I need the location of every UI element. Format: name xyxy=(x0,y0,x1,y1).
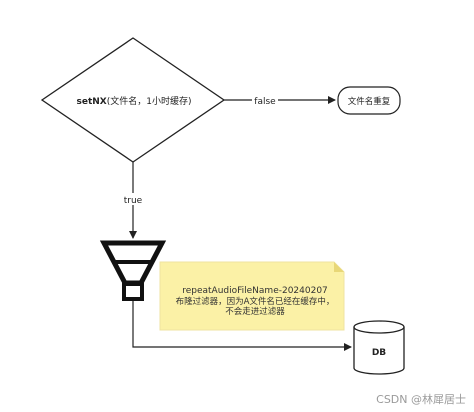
false-edge-label: false xyxy=(254,97,276,107)
filter-to-db-arrow xyxy=(132,301,352,351)
decision-label: setNX(文件名，1小时缓存) xyxy=(77,95,192,107)
note-card xyxy=(159,261,345,331)
decision-label-rest: (文件名，1小时缓存) xyxy=(107,95,192,107)
false-edge-label-bg xyxy=(252,94,278,106)
note-line-3: 不会走进过滤器 xyxy=(225,307,285,317)
decision-label-bold: setNX xyxy=(77,97,107,107)
database-cylinder-icon xyxy=(353,320,405,375)
result-box-label: 文件名重复 xyxy=(348,96,391,107)
note-line-2: 布隆过滤器，因为A文件名已经在缓存中， xyxy=(175,297,335,307)
note-line-1: repeatAudioFileName-20240207 xyxy=(182,286,328,296)
note-text: repeatAudioFileName-20240207 布隆过滤器，因为A文件… xyxy=(166,286,344,317)
result-box xyxy=(337,86,401,115)
true-edge-label: true xyxy=(124,196,143,206)
database-label: DB xyxy=(372,348,386,358)
watermark: CSDN @林犀居士 xyxy=(376,393,466,406)
true-edge-label-bg xyxy=(121,193,145,205)
filter-funnel-icon xyxy=(99,240,167,301)
